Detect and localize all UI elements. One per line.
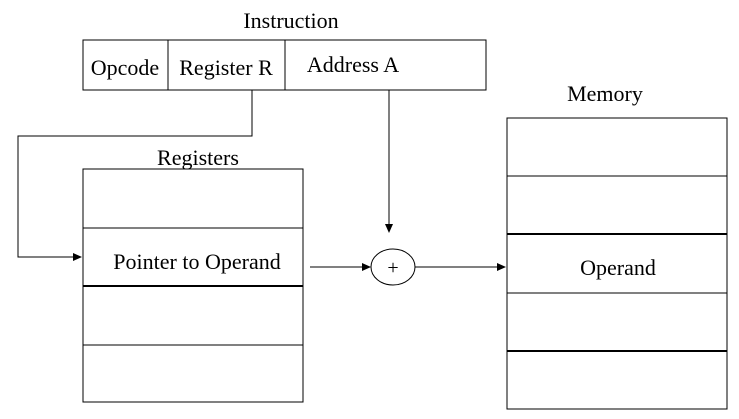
address-field: Address A (307, 52, 399, 77)
opcode-field: Opcode (91, 55, 159, 80)
plus-icon: + (387, 257, 398, 279)
register-field: Register R (179, 55, 273, 80)
memory-title: Memory (567, 81, 643, 106)
register-file: Pointer to Operand (82, 168, 304, 403)
instruction-title: Instruction (243, 8, 338, 33)
instruction-format: Opcode Register R Address A (82, 39, 487, 91)
adder: + (370, 248, 416, 286)
operand-label: Operand (580, 255, 656, 280)
memory-block: Operand (506, 117, 728, 410)
memory-box (506, 117, 728, 410)
pointer-to-operand-label: Pointer to Operand (113, 249, 280, 274)
registers-title: Registers (157, 145, 239, 170)
register-select-arrow (17, 90, 253, 261)
